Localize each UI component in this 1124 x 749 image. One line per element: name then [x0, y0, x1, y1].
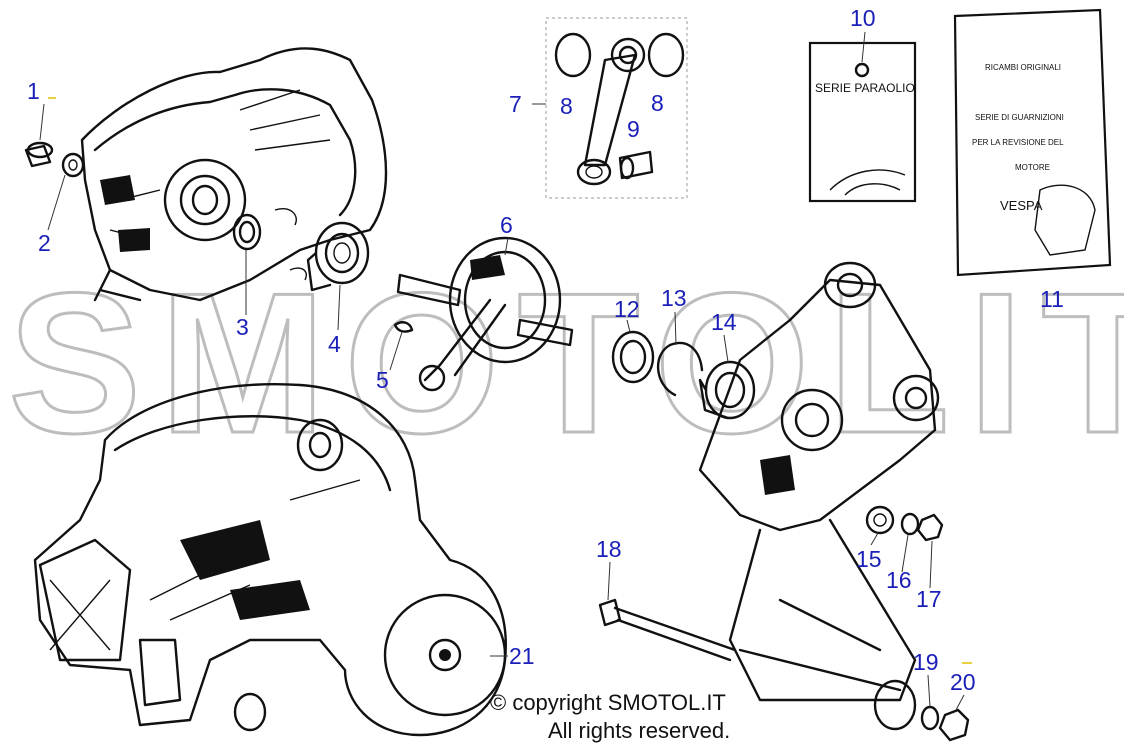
package-11-line-4: MOTORE — [1015, 163, 1050, 172]
part-19-washer — [920, 705, 940, 731]
callout-20: 20 — [950, 669, 976, 695]
callout-17: 17 — [916, 586, 942, 612]
package-11-line-2: SERIE DI GUARNIZIONI — [975, 113, 1064, 122]
callout-12: 12 — [614, 296, 640, 322]
part-15-gear — [865, 505, 895, 535]
kit-7-box — [545, 17, 688, 199]
callout-3: 3 — [236, 314, 249, 340]
part-16-washer — [900, 512, 920, 536]
package-11-line-1: RICAMBI ORIGINALI — [985, 63, 1061, 72]
part-5-key — [393, 321, 414, 333]
part-3-oil-seal — [232, 213, 262, 251]
package-11-line-5: VESPA — [1000, 198, 1043, 213]
part-20-nut — [938, 708, 970, 742]
callout-2: 2 — [38, 230, 51, 256]
leader-lines — [39, 31, 965, 711]
part-4-bearing — [306, 221, 370, 292]
crankcase-half-right — [698, 261, 940, 731]
callout-4: 4 — [328, 331, 341, 357]
callout-10: 10 — [850, 5, 876, 31]
callout-14: 14 — [711, 309, 737, 335]
callout-18: 18 — [596, 536, 622, 562]
part-17-nut — [916, 513, 944, 542]
watermark: SMOTOLIT — [8, 252, 1124, 475]
part-18-long-bolt — [598, 598, 737, 662]
callout-7: 7 — [509, 91, 522, 117]
callout-15: 15 — [856, 546, 882, 572]
part-10-seal-kit-package: SERIE PARAOLIO — [808, 41, 917, 203]
part-1-bolt — [24, 141, 54, 168]
callout-11: 11 — [1040, 286, 1064, 312]
callout-5: 5 — [376, 367, 389, 393]
part-11-gasket-kit-package: RICAMBI ORIGINALI SERIE DI GUARNIZIONI P… — [953, 8, 1112, 277]
callout-19: 19 — [913, 649, 939, 675]
part-6-crankshaft — [396, 236, 574, 392]
part-12-seal — [611, 330, 655, 384]
copyright-line-1: © copyright SMOTOL.IT — [490, 690, 726, 715]
package-10-label: SERIE PARAOLIO — [815, 81, 915, 95]
copyright-line-2: All rights reserved. — [548, 718, 731, 743]
callout-9: 9 — [627, 116, 640, 142]
part-8-washer-left — [554, 32, 592, 78]
callout-16: 16 — [886, 567, 912, 593]
part-13-circlip — [656, 341, 704, 397]
crankcase-cover-left — [80, 47, 388, 302]
callout-13: 13 — [661, 285, 687, 311]
part-2-washer — [61, 152, 85, 178]
callout-1: 1 — [27, 78, 40, 104]
callout-8-right: 8 — [651, 90, 664, 116]
part-8-washer-right — [647, 32, 685, 78]
assembled-engine — [33, 383, 507, 737]
package-11-line-3: PER LA REVISIONE DEL — [972, 138, 1064, 147]
part-14-bearing — [698, 360, 756, 420]
circlip-detail — [274, 208, 307, 281]
callout-6: 6 — [500, 212, 513, 238]
callout-8-left: 8 — [560, 93, 573, 119]
part-9-needle-bearing — [618, 150, 654, 180]
callout-21: 21 — [509, 643, 535, 669]
part-7-connecting-rod — [576, 37, 646, 186]
